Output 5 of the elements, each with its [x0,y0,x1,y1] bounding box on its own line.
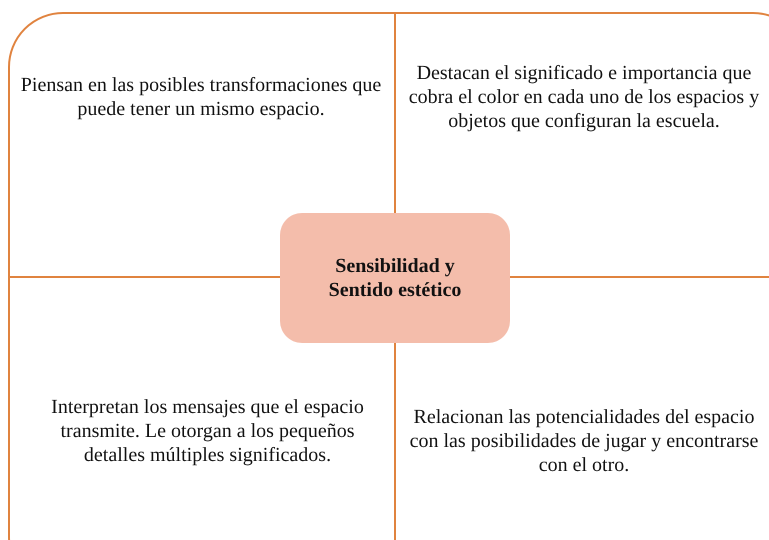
quadrant-text: Interpretan los mensajes que el espacio transmite. Le otorgan a los pequeños detalles múltiples significados. [35,395,380,467]
center-box: Sensibilidad y Sentido estético [280,213,510,343]
quadrant-text: Piensan en las posibles transformaciones que puede tener un mismo espacio. [20,73,382,121]
quadrant-text: Destacan el significado e importancia que cobra el color en cada uno de los espacios y objetos que configuran la escuela. [408,61,760,133]
quadrant-text: Relacionan las potencialidades del espacio con las posibilidades de jugar y encontrarse con el otro. [408,405,760,477]
